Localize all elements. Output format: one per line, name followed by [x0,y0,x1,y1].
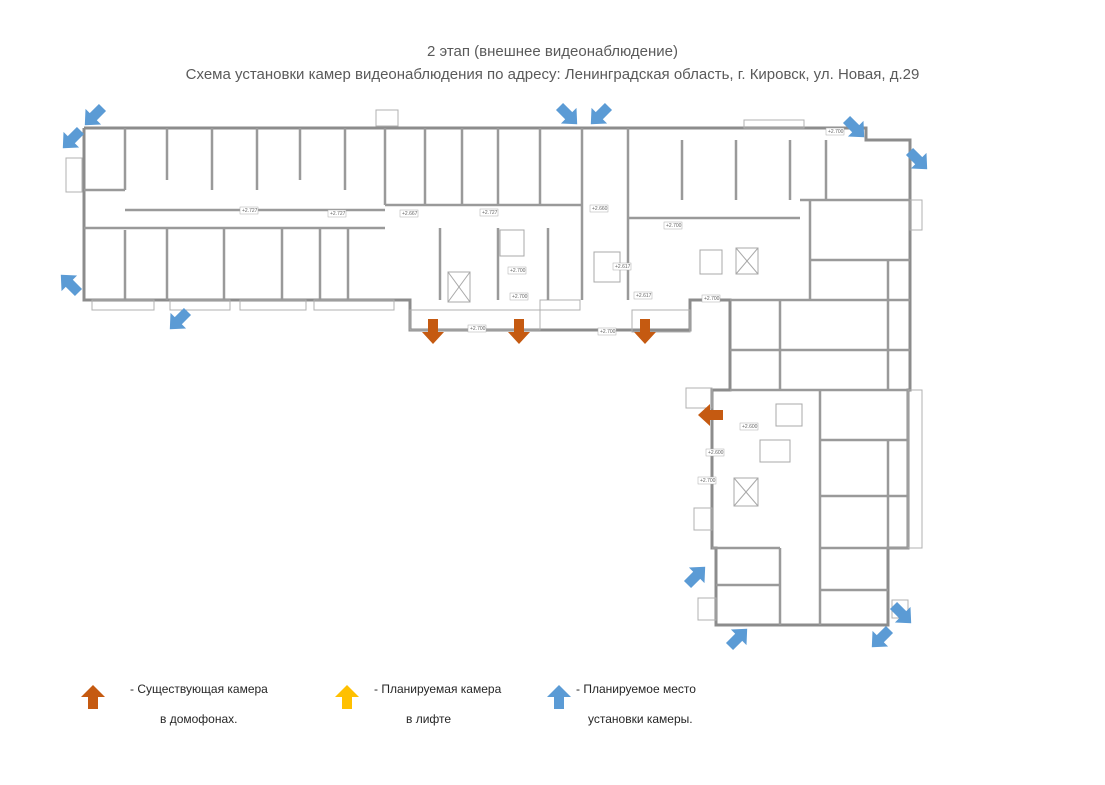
planned-camera-icon [53,267,87,301]
level-mark-label: +2.727 [330,211,346,217]
planned-camera-markers [53,98,935,655]
level-mark-label: +2.700 [470,326,486,332]
level-marks: +2.727 +2.727 +2.667 +2.727 +2.700 +2.700 +2.6… [239,127,845,485]
level-mark-label: +2.700 [510,268,526,274]
level-mark-label: +2.667 [402,211,418,217]
level-mark-label: +2.660 [592,206,608,212]
level-mark-label: +2.700 [666,223,682,229]
legend-existing-label: - Существующая камера [130,682,268,696]
level-mark-label: +2.617 [615,264,631,270]
legend-planned-place-icon [547,685,571,709]
level-mark-label: +2.700 [828,129,844,135]
arrow-up-icon [81,685,105,709]
level-mark-label: +2.600 [708,450,724,456]
legend-existing-label-2: в домофонах. [160,712,238,726]
level-mark-label: +2.617 [636,293,652,299]
arrow-up-icon [547,685,571,709]
planned-camera-icon [885,597,919,631]
planned-camera-icon [162,303,196,337]
diagram-subtitle: Схема установки камер видеонаблюдения по… [185,66,920,83]
level-mark-label: +2.700 [600,329,616,335]
level-mark-label: +2.727 [482,210,498,216]
planned-camera-icon [679,559,713,593]
diagram-title: 2 этап (внешнее видеонаблюдение) [426,43,679,60]
legend-planned-place-label-2: установки камеры. [588,712,693,726]
legend-planned-lift-label-2: в лифте [406,712,452,726]
level-mark-label: +2.700 [512,294,528,300]
legend-planned-place-label: - Планируемое место [576,682,696,696]
arrow-up-icon [335,685,359,709]
interior-walls [84,128,910,625]
existing-camera-markers [422,319,723,426]
planned-camera-icon [901,143,935,177]
level-mark-label: +2.600 [742,424,758,430]
planned-camera-icon [864,621,898,655]
legend-planned-lift-icon [335,685,359,709]
legend-existing-camera-icon [81,685,105,709]
stairs-and-lifts [447,229,803,507]
level-mark-label: +2.700 [700,478,716,484]
legend-planned-lift-label: - Планируемая камера [374,682,502,696]
level-mark-label: +2.700 [704,296,720,302]
level-mark-label: +2.727 [242,208,258,214]
facade-details [65,109,923,621]
